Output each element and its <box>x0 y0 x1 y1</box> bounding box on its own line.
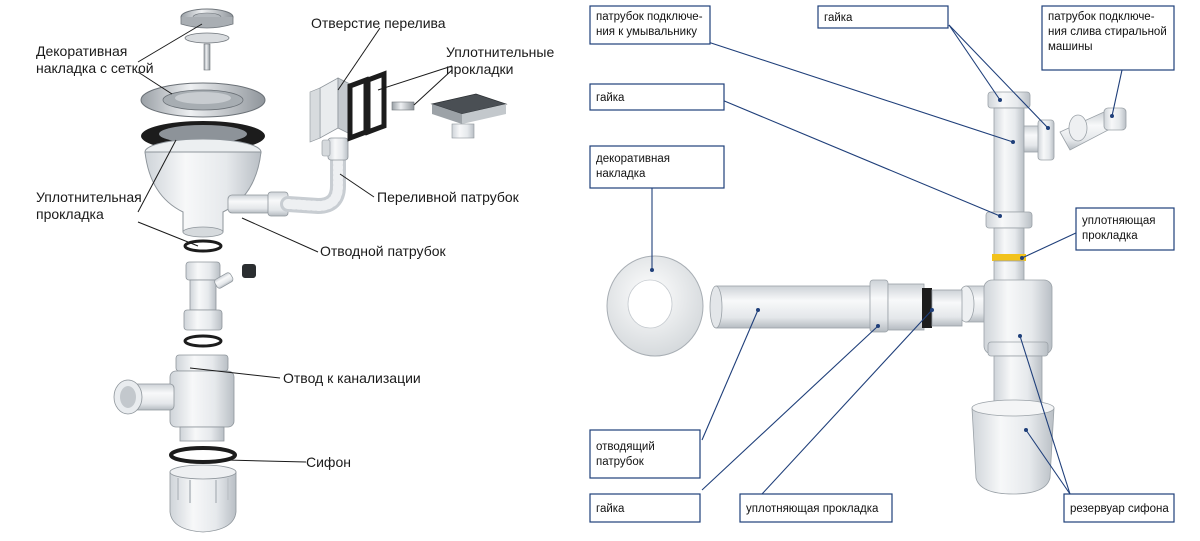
box-nut-bottom: гайка <box>589 493 701 523</box>
corrugated-overflow-hose <box>280 137 349 215</box>
box-decorative-cover: декоративная накладка <box>589 145 725 189</box>
label-sealing-gaskets: Уплотнительные прокладки <box>446 44 558 77</box>
left-labels: Декоративная накладка с сеткой Отверстие… <box>36 15 558 470</box>
svg-text:уплотняющая прокладка: уплотняющая прокладка <box>1082 215 1159 242</box>
svg-text:уплотняющая прокладка: уплотняющая прокладка <box>746 503 879 515</box>
siphon-body <box>113 354 237 464</box>
strainer-grid <box>180 8 234 71</box>
box-nut-upper-left: гайка <box>589 83 725 111</box>
box-siphon-reservoir: резервуар сифона <box>1063 493 1175 523</box>
label-overflow-hole: Отверстие перелива <box>311 15 446 31</box>
decorative-cover-ring <box>606 255 704 357</box>
right-labels: патрубок подключе- ния к умывальнику гай… <box>589 5 1175 523</box>
label-siphon: Сифон <box>306 454 351 470</box>
label-sewer-outlet: Отвод к канализации <box>283 370 421 386</box>
svg-text:резервуар сифона: резервуар сифона <box>1070 503 1169 515</box>
label-sealing-gasket: Уплотнительная прокладка <box>36 189 146 222</box>
overflow-hole-part <box>309 77 351 143</box>
overflow-gaskets <box>347 70 415 142</box>
funnel-body <box>144 138 289 238</box>
box-washer-pipe: патрубок подключе- ния слива стиральной … <box>1041 5 1175 71</box>
left-exploded-view <box>113 8 508 533</box>
box-sealing-gasket-right: уплотняющая прокладка <box>1075 207 1175 251</box>
right-leader-lines <box>650 24 1123 495</box>
right-assembled-view <box>606 91 1127 495</box>
label-decorative-cover: Декоративная накладка с сеткой <box>36 43 154 76</box>
svg-text:гайка: гайка <box>596 503 625 515</box>
left-leader-lines <box>137 23 453 463</box>
svg-text:гайка: гайка <box>596 92 625 104</box>
svg-text:отводящий патрубок: отводящий патрубок <box>596 441 658 468</box>
svg-text:патрубок подключе- ния: патрубок подключе- ния к умывальнику <box>596 11 706 38</box>
siphon-cup <box>169 464 237 533</box>
thin-ring-gasket <box>183 239 223 253</box>
svg-text:гайка: гайка <box>824 12 853 24</box>
svg-text:декоративная накладка: декоративная накладка <box>596 153 673 180</box>
label-overflow-pipe: Переливной патрубок <box>377 189 520 205</box>
vertical-riser <box>985 91 1127 284</box>
box-washbasin-pipe: патрубок подключе- ния к умывальнику <box>589 5 711 45</box>
middle-pipe <box>183 261 256 348</box>
overflow-grill <box>430 93 508 139</box>
horizontal-outlet-pipe <box>709 279 963 333</box>
decorative-flange <box>140 82 266 118</box>
svg-text:патрубок подключе- ния: патрубок подключе- ния слива стиральной … <box>1048 11 1170 53</box>
bottle-siphon <box>957 279 1055 495</box>
box-nut-top: гайка <box>817 5 949 29</box>
label-drain-pipe: Отводной патрубок <box>320 243 447 259</box>
box-outlet-pipe: отводящий патрубок <box>589 429 701 479</box>
box-sealing-gasket-bottom: уплотняющая прокладка <box>739 493 893 523</box>
